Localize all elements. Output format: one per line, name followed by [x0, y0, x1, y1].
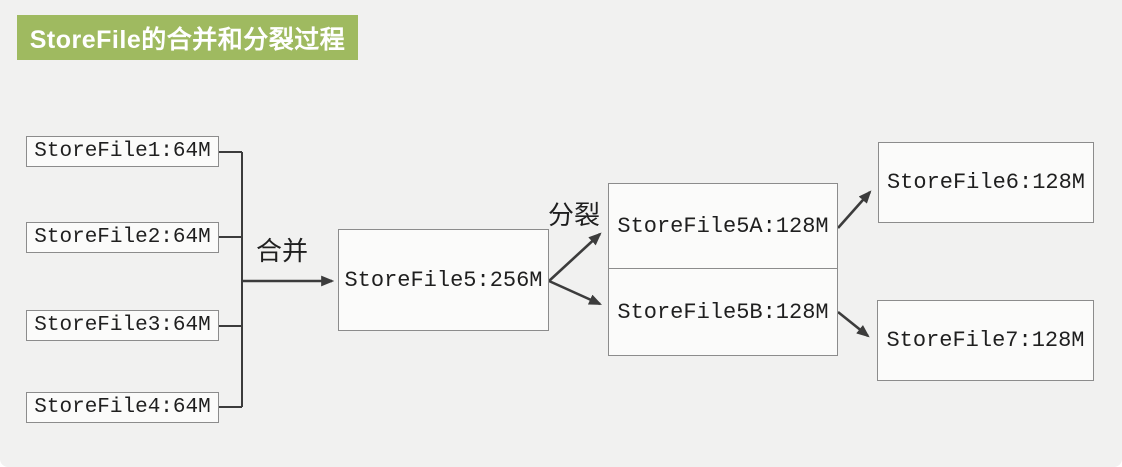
page-title: StoreFile的合并和分裂过程 — [17, 15, 358, 60]
node-storefile5: StoreFile5:256M — [338, 229, 549, 331]
merge-bus-line — [219, 151, 243, 408]
merge-label: 合并 — [256, 237, 309, 266]
node-storefile7-label: StoreFile7:128M — [886, 328, 1085, 353]
node-storefile2-label: StoreFile2:64M — [34, 226, 211, 249]
node-storefile5a-label: StoreFile5A:128M — [617, 213, 829, 239]
node-storefile5a: StoreFile5A:128M — [609, 184, 837, 269]
node-storefile6-label: StoreFile6:128M — [886, 170, 1086, 195]
node-storefile3-label: StoreFile3:64M — [34, 314, 211, 337]
node-storefile2: StoreFile2:64M — [26, 222, 219, 253]
arrow-to-storefile6 — [837, 190, 872, 229]
split-label: 分裂 — [548, 201, 601, 230]
node-storefile7: StoreFile7:128M — [877, 300, 1094, 381]
node-storefile4: StoreFile4:64M — [26, 392, 219, 423]
node-storefile5b: StoreFile5B:128M — [609, 269, 837, 355]
node-storefile3: StoreFile3:64M — [26, 310, 219, 341]
node-storefile5-label: StoreFile5:256M — [344, 267, 543, 293]
node-storefile1-label: StoreFile1:64M — [34, 140, 211, 163]
node-storefile6: StoreFile6:128M — [878, 142, 1094, 223]
node-storefile4-label: StoreFile4:64M — [34, 396, 211, 419]
arrow-to-storefile7 — [837, 310, 870, 338]
split-arrow-b — [548, 279, 602, 306]
split-arrow-a — [548, 232, 602, 282]
split-group: StoreFile5A:128M StoreFile5B:128M — [608, 183, 838, 356]
node-storefile1: StoreFile1:64M — [26, 136, 219, 167]
node-storefile5b-label: StoreFile5B:128M — [617, 299, 829, 325]
